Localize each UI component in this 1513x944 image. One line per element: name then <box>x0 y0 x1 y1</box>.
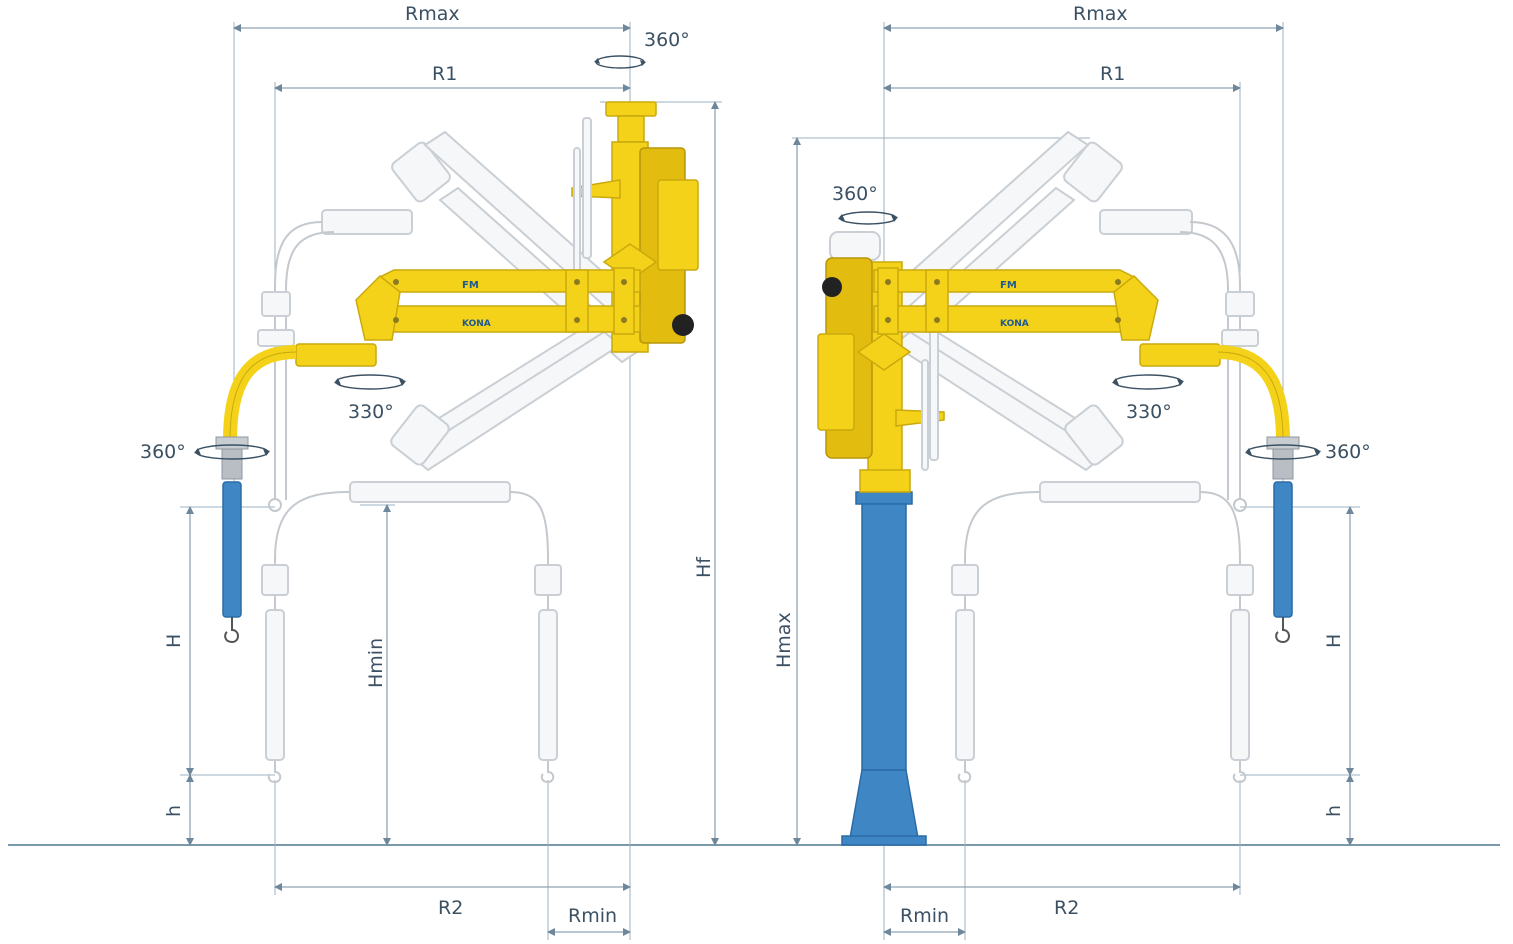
left-yellow-arm: FM KONA <box>223 267 694 441</box>
rotation-top-left-icon <box>594 55 646 69</box>
right-arm-logo-bottom: KONA <box>1000 319 1029 329</box>
angle-top-right: 360° <box>832 183 878 205</box>
rotation-arm-right-icon <box>1112 374 1184 390</box>
rmax-label-left: Rmax <box>405 3 460 25</box>
h-upper-label-left: H <box>163 634 185 648</box>
angle-tool-left: 360° <box>140 441 186 463</box>
rmin-label-left: Rmin <box>568 905 617 927</box>
rotation-tool-right-icon <box>1245 444 1321 460</box>
rmax-label-right: Rmax <box>1073 3 1128 25</box>
left-arm-logo-bottom: KONA <box>462 319 491 329</box>
right-pedestal <box>841 491 927 846</box>
angle-top-left: 360° <box>644 29 690 51</box>
ghost-arm-lower-right <box>872 303 1254 784</box>
r1-label-right: R1 <box>1100 63 1125 85</box>
left-column-head <box>571 101 699 353</box>
r2-label-right: R2 <box>1054 897 1079 919</box>
hmin-label: Hmin <box>365 638 387 688</box>
rotation-tool-left-icon <box>194 444 270 460</box>
right-yellow-arm: FM KONA <box>873 267 1290 441</box>
r1-label-left: R1 <box>432 63 457 85</box>
h-lower-label-right: h <box>1323 805 1345 817</box>
ghost-arm-lower <box>261 303 642 784</box>
right-view: FM KONA Rmax R1 R2 Rmin Hmax H h <box>773 3 1371 940</box>
r2-label-left: R2 <box>438 897 463 919</box>
angle-arm-right: 330° <box>1126 401 1172 423</box>
left-tool <box>215 436 249 644</box>
h-upper-label-right: H <box>1323 634 1345 648</box>
rmin-label-right: Rmin <box>900 905 949 927</box>
angle-tool-right: 360° <box>1325 441 1371 463</box>
right-column-head <box>817 257 945 493</box>
h-lower-label-left: h <box>163 805 185 817</box>
rotation-arm-left-icon <box>334 374 406 390</box>
rotation-top-right-icon <box>838 211 898 225</box>
right-tool <box>1266 436 1300 644</box>
hf-label: Hf <box>693 556 715 578</box>
angle-arm-left: 330° <box>348 401 394 423</box>
hmax-label: Hmax <box>773 612 795 668</box>
right-arm-logo-top: FM <box>1000 280 1017 291</box>
left-arm-logo-top: FM <box>462 280 479 291</box>
left-view: FM KONA Rmax R1 R2 Rmin Hf Hmin H h <box>140 3 722 940</box>
